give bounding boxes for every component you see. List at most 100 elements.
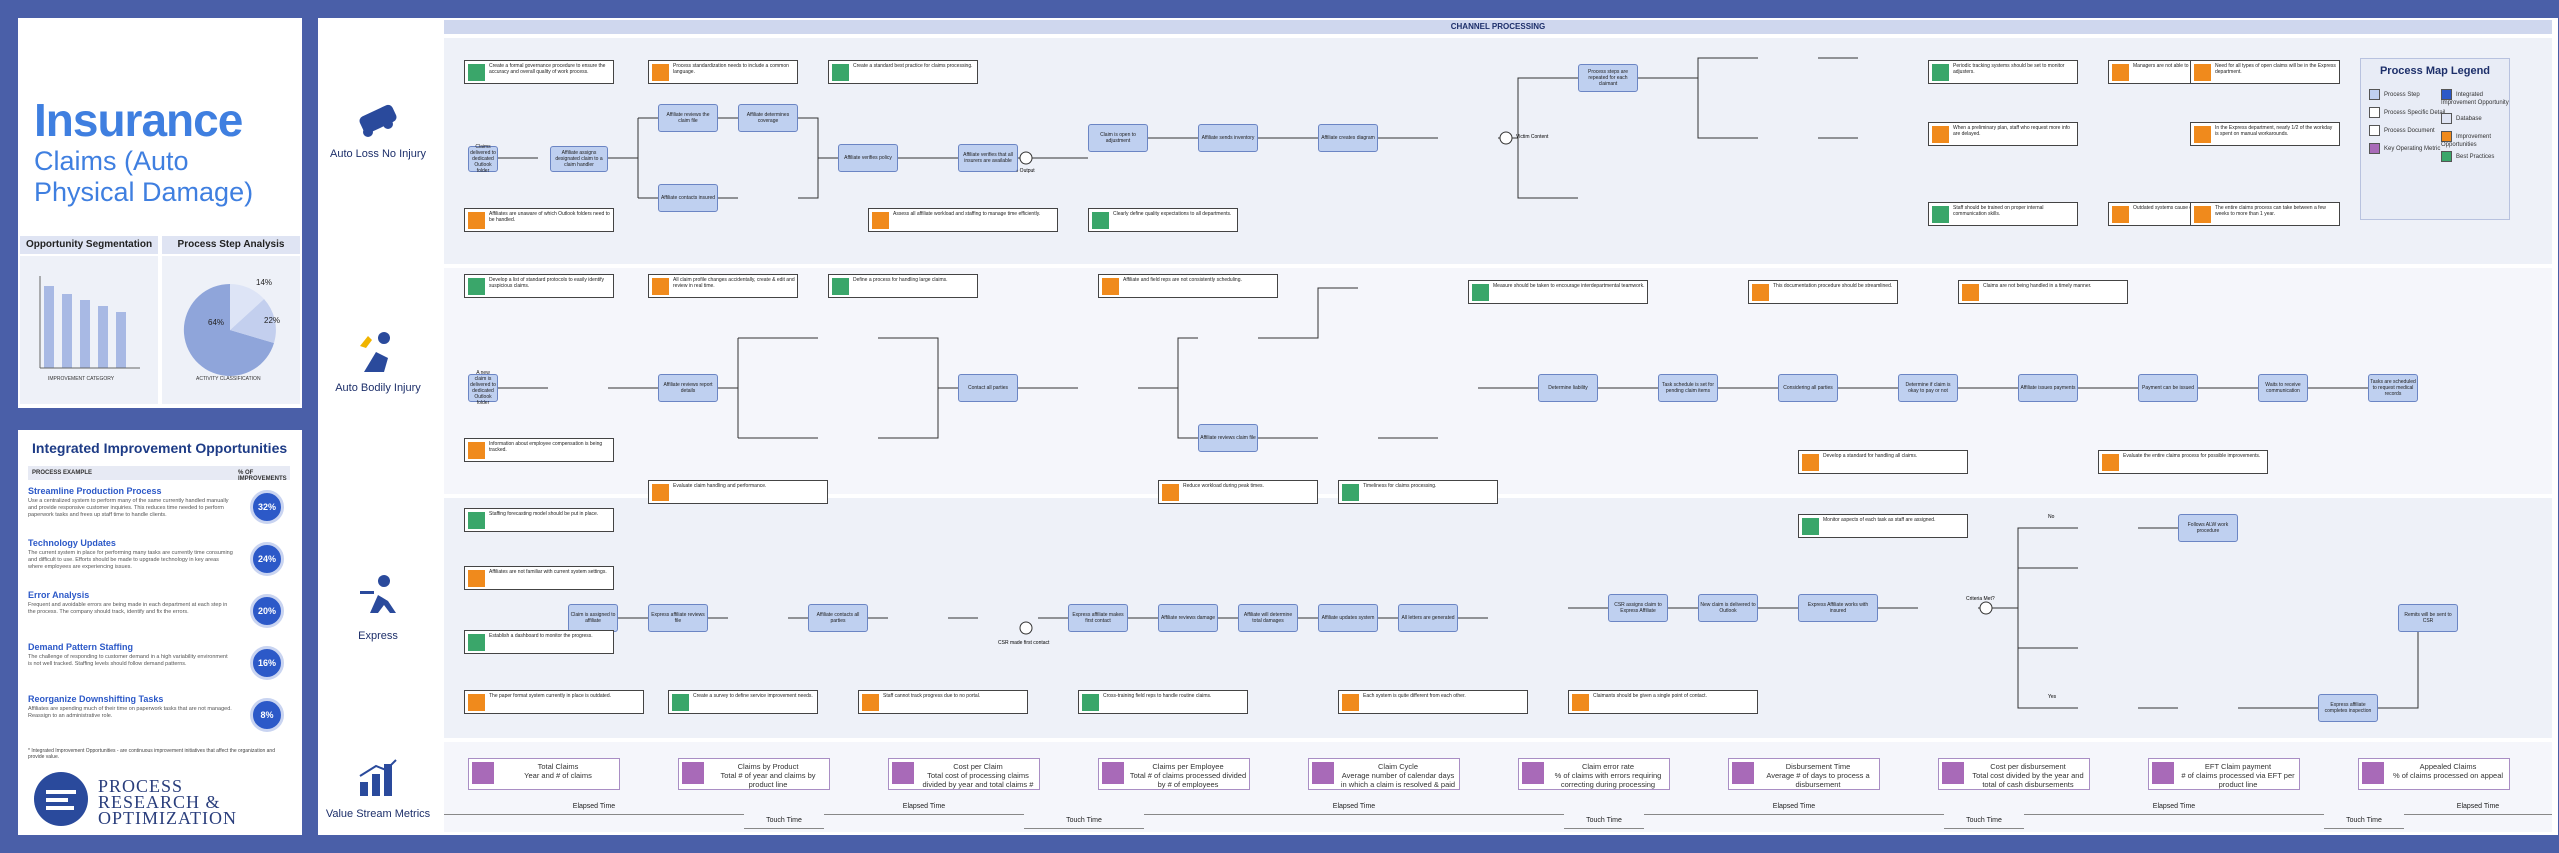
note-text: The entire claims process can take betwe…	[2215, 205, 2326, 217]
kpi-box: Claim error rate% of claims with errors …	[1518, 758, 1670, 790]
opportunity-item: Streamline Production Process Use a cent…	[28, 486, 233, 519]
legend-label: Process Document	[2384, 128, 2435, 135]
warning-icon	[872, 212, 889, 229]
flow-connectors	[496, 57, 2419, 709]
warning-icon	[468, 694, 485, 711]
channel-header: CHANNEL PROCESSING	[444, 20, 2552, 34]
best-practice-note: Staff should be trained on proper intern…	[1928, 202, 2078, 226]
yes-label: Yes	[2048, 694, 2057, 700]
touch-time: Touch Time	[1944, 814, 2024, 829]
opportunity-item: Error Analysis Frequent and avoidable er…	[28, 590, 233, 616]
touch-time: Touch Time	[1564, 814, 1644, 829]
note-text: The paper format system currently in pla…	[489, 693, 612, 699]
warning-icon	[652, 278, 669, 295]
kpi-title: Cost per Claim	[953, 762, 1003, 771]
opportunity-item: Demand Pattern Staffing The challenge of…	[28, 642, 233, 668]
title-panel: Insurance Claims (Auto Physical Damage) …	[18, 18, 302, 408]
page-title: Insurance	[34, 94, 243, 146]
opportunity-name: Error Analysis	[28, 590, 90, 600]
process-step: Considering all parties	[1778, 374, 1838, 402]
metric-icon	[2362, 762, 2384, 784]
metric-icon	[1522, 762, 1544, 784]
improvement-note: Each system is quite different from each…	[1338, 690, 1528, 714]
opportunity-name: Demand Pattern Staffing	[28, 642, 134, 652]
best-practice-note: Timeliness for claims processing.	[1338, 480, 1498, 504]
warning-icon	[2112, 206, 2129, 223]
best-practice-note: Cross-training field reps to handle rout…	[1078, 690, 1248, 714]
kpi-desc: Year and # of claims	[524, 771, 592, 780]
best-practice-note: Monitor aspects of each task as staff ar…	[1798, 514, 1968, 538]
elapsed-time: Elapsed Time	[2404, 800, 2552, 815]
note-text: Information about employee compensation …	[489, 441, 603, 453]
note-text: Reduce workload during peak times.	[1183, 483, 1264, 489]
improvement-note: All claim profile changes accidentally, …	[648, 274, 798, 298]
kpi-title: Total Claims	[537, 762, 579, 771]
process-step: Waits to receive communication	[2258, 374, 2308, 402]
col-process: PROCESS EXAMPLE	[32, 470, 93, 476]
lane-label: Auto Loss No Injury	[330, 148, 426, 160]
warning-swatch	[2441, 131, 2452, 142]
improvement-note: This documentation procedure should be s…	[1748, 280, 1898, 304]
process-step: Express affiliate completes inspection	[2318, 694, 2378, 722]
kpi-desc: Total cost of processing claims divided …	[922, 771, 1034, 789]
warning-icon	[2194, 126, 2211, 143]
note-text: Staff cannot track progress due to no po…	[883, 693, 981, 699]
note-text: Monitor aspects of each task as staff ar…	[1823, 517, 1936, 523]
note-text: Measure should be taken to encourage int…	[1493, 283, 1645, 289]
metric-icon	[1312, 762, 1334, 784]
opportunity-item: Reorganize Downshifting Tasks Affiliates…	[28, 694, 233, 720]
best-practice-note: Staffing forecasting model should be put…	[464, 508, 614, 532]
legend-item: Key Operating Metric	[2369, 143, 2440, 154]
improvement-note: Claims are not being handled in a timely…	[1958, 280, 2128, 304]
metric-icon	[1102, 762, 1124, 784]
logo-text: PROCESS RESEARCH & OPTIMIZATION	[98, 777, 237, 827]
kpi-text: EFT Claim payment# of claims processed v…	[2179, 762, 2297, 789]
process-step: Process steps are repeated for each clai…	[1578, 64, 1638, 92]
process-detail-swatch	[2369, 107, 2380, 118]
decision-label: CSR made first contact	[998, 640, 1050, 646]
warning-icon	[1752, 284, 1769, 301]
process-step: Determine liability	[1538, 374, 1598, 402]
legend-label: Process Specific Detail	[2384, 110, 2446, 117]
note-text: Staff should be trained on proper intern…	[1953, 205, 2044, 217]
touch-time: Touch Time	[1024, 814, 1144, 829]
legend-item: Process Step	[2369, 89, 2420, 100]
warning-icon	[468, 570, 485, 587]
process-step: Determine if claim is okay to pay or not	[1898, 374, 1958, 402]
opportunity-swatch	[2441, 89, 2452, 100]
car-crash-icon	[359, 104, 397, 137]
opportunity-pct: 20%	[250, 594, 284, 628]
process-step: Affiliate determines coverage	[738, 104, 798, 132]
kpi-text: Appealed Claims% of claims processed on …	[2389, 762, 2507, 780]
logo-icon	[34, 772, 88, 826]
legend-item: Improvement Opportunities	[2441, 131, 2509, 148]
note-text: Define a process for handling large clai…	[853, 277, 948, 283]
lane-label: Express	[358, 630, 398, 642]
lane-label: Value Stream Metrics	[325, 808, 431, 820]
process-step-swatch	[2369, 89, 2380, 100]
process-step: Follows ALW work procedure	[2178, 514, 2238, 542]
warning-icon	[862, 694, 879, 711]
kpi-desc: # of claims processed via EFT per produc…	[2181, 771, 2295, 789]
kpi-desc: % of claims processed on appeal	[2392, 771, 2504, 780]
elapsed-time: Elapsed Time	[444, 800, 744, 815]
process-step: Affiliate verifies policy	[838, 144, 898, 172]
metric-swatch	[2369, 143, 2380, 154]
improvement-note: Affiliate and field reps are not consist…	[1098, 274, 1278, 298]
warning-icon	[2194, 64, 2211, 81]
runner-icon	[360, 575, 396, 613]
improvement-note: Evaluate claim handling and performance.	[648, 480, 828, 504]
process-step: All letters are generated	[1398, 604, 1458, 632]
opportunity-desc: Frequent and avoidable errors are being …	[28, 602, 228, 615]
improvement-note: Affiliates are unaware of which Outlook …	[464, 208, 614, 232]
note-text: Claimants should be given a single point…	[1593, 693, 1707, 699]
opportunities-panel: Integrated Improvement Opportunities PRO…	[18, 430, 302, 835]
process-step: Affiliate contacts insured	[658, 184, 718, 212]
